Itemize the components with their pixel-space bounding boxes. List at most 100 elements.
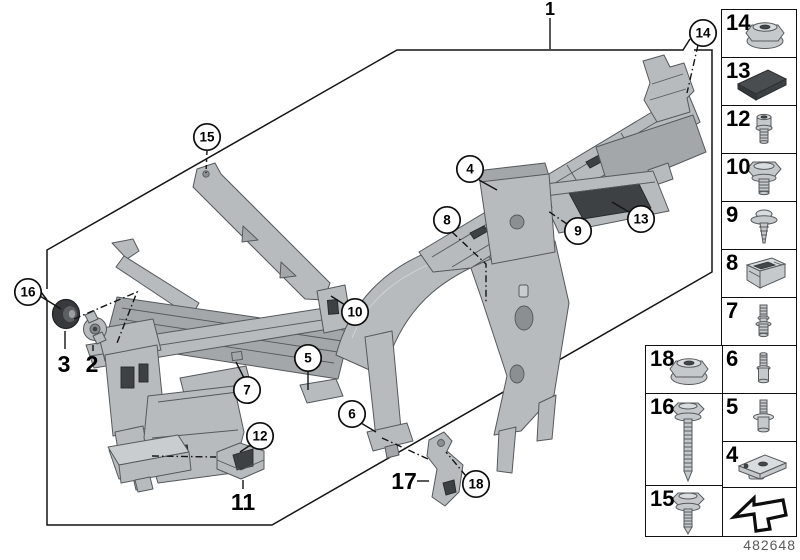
- stud-bolt-icon: [755, 304, 772, 338]
- legend-number: 15: [650, 486, 675, 511]
- svg-text:4: 4: [466, 162, 474, 177]
- part-clip-11: [216, 442, 265, 480]
- legend-number: 13: [726, 58, 751, 83]
- legend-number: 7: [726, 298, 739, 323]
- legend-number: 12: [726, 106, 751, 131]
- part-label-17[interactable]: 17: [391, 468, 417, 494]
- legend-continue-arrow[interactable]: [721, 487, 797, 537]
- leader-14: [686, 44, 699, 94]
- leader-2-3-axis: [73, 290, 139, 344]
- svg-text:7: 7: [243, 383, 251, 398]
- continue-arrow-icon: [729, 494, 788, 533]
- part-column-mount: [316, 284, 353, 334]
- part-label-2[interactable]: 2: [86, 351, 99, 377]
- callout-4[interactable]: 4: [455, 154, 485, 184]
- leader-7: [235, 361, 245, 379]
- legend-number: 18: [650, 346, 675, 371]
- instrument-panel-carrier: [51, 54, 707, 507]
- part-beam-end-bracket: [642, 54, 695, 123]
- foam-pad-icon: [736, 69, 788, 101]
- leader-6: [360, 422, 377, 433]
- part-strut-left-lower: [111, 238, 200, 318]
- legend-item-18[interactable]: 18: [645, 345, 723, 395]
- callout-12[interactable]: 12: [245, 421, 275, 451]
- part-label-1[interactable]: 1: [545, 0, 555, 19]
- leader-18: [445, 451, 467, 477]
- part-strut-left-upper: [192, 162, 331, 301]
- svg-text:6: 6: [348, 407, 356, 422]
- hex-flange-bolt-icon: [746, 161, 782, 196]
- svg-text:15: 15: [199, 130, 215, 145]
- legend-item-10[interactable]: 10: [721, 153, 797, 203]
- callout-14[interactable]: 14: [688, 18, 718, 48]
- part-bracket-17: [426, 431, 464, 507]
- legend-item-6[interactable]: 6: [721, 345, 797, 395]
- collar-stud-icon: [753, 399, 774, 433]
- exploded-parts-drawing: 1 3 2 11 17 14 15 16 4 8 9 13 10 5 7 6 1…: [13, 0, 718, 526]
- callout-18[interactable]: 18: [461, 469, 491, 499]
- legend-item-7[interactable]: 7: [721, 297, 797, 347]
- leader-8: [451, 231, 487, 303]
- legend-number: 5: [726, 394, 739, 419]
- long-hex-screw-icon: [671, 402, 705, 483]
- legend-item-9[interactable]: 9: [721, 201, 797, 251]
- legend-item-13[interactable]: 13: [721, 57, 797, 107]
- legend-item-5[interactable]: 5: [721, 393, 797, 443]
- svg-text:10: 10: [347, 305, 362, 320]
- callout-15[interactable]: 15: [192, 122, 222, 152]
- part-grommet-3: [51, 298, 81, 330]
- part-center-strut: [364, 330, 414, 459]
- legend-item-16[interactable]: 16: [645, 393, 723, 487]
- drawing-number: 482648: [743, 537, 796, 553]
- leader-lines: [39, 18, 699, 489]
- svg-text:14: 14: [695, 26, 711, 41]
- part-cowl-plate-4: [475, 162, 556, 265]
- weld-stud-icon: [756, 352, 771, 384]
- legend-item-15[interactable]: 15: [645, 485, 723, 537]
- legend-item-14[interactable]: 14: [721, 9, 797, 59]
- legend-item-8[interactable]: 8: [721, 249, 797, 299]
- callout-5[interactable]: 5: [293, 343, 323, 373]
- leader-16: [39, 295, 62, 310]
- legend-number: 10: [726, 154, 751, 179]
- callout-9[interactable]: 9: [563, 216, 593, 246]
- part-right-support-frame: [464, 240, 570, 474]
- diagram-frame: [40, 38, 713, 526]
- leader-13: [611, 201, 630, 213]
- svg-text:12: 12: [252, 429, 267, 444]
- svg-text:16: 16: [20, 285, 36, 300]
- legend-number: 16: [650, 394, 675, 419]
- legend-number: 14: [726, 10, 751, 35]
- part-label-11[interactable]: 11: [231, 489, 256, 515]
- leader-10: [330, 295, 346, 306]
- legend-item-4[interactable]: 4: [721, 441, 797, 489]
- flange-nut-icon: [669, 358, 709, 385]
- svg-text:18: 18: [468, 477, 484, 492]
- torx-screw-icon: [755, 113, 773, 144]
- part-step-bracket: [299, 378, 344, 404]
- leader-12-axis: [151, 455, 217, 458]
- callout-16[interactable]: 16: [13, 277, 43, 307]
- svg-text:9: 9: [574, 224, 582, 239]
- svg-text:5: 5: [304, 351, 312, 366]
- callout-6[interactable]: 6: [337, 399, 367, 429]
- svg-text:13: 13: [633, 212, 649, 227]
- legend-number: 6: [726, 346, 739, 371]
- callout-13[interactable]: 13: [626, 204, 656, 234]
- short-hex-screw-icon: [671, 492, 705, 536]
- leader-9: [547, 210, 568, 225]
- clamp-nut-icon: [737, 454, 788, 480]
- callout-7[interactable]: 7: [232, 375, 262, 405]
- legend-item-12[interactable]: 12: [721, 105, 797, 155]
- part-label-3[interactable]: 3: [58, 351, 71, 377]
- part-bushing-2: [83, 310, 107, 345]
- svg-text:8: 8: [443, 213, 451, 228]
- leader-4: [478, 179, 498, 191]
- legend-number: 8: [726, 250, 739, 275]
- leader-6-axis: [381, 437, 429, 460]
- cage-nut-icon: [745, 257, 787, 289]
- legend-number: 4: [726, 442, 739, 467]
- callout-8[interactable]: 8: [432, 205, 462, 235]
- callout-10[interactable]: 10: [340, 297, 370, 327]
- washer-screw-icon: [750, 209, 778, 244]
